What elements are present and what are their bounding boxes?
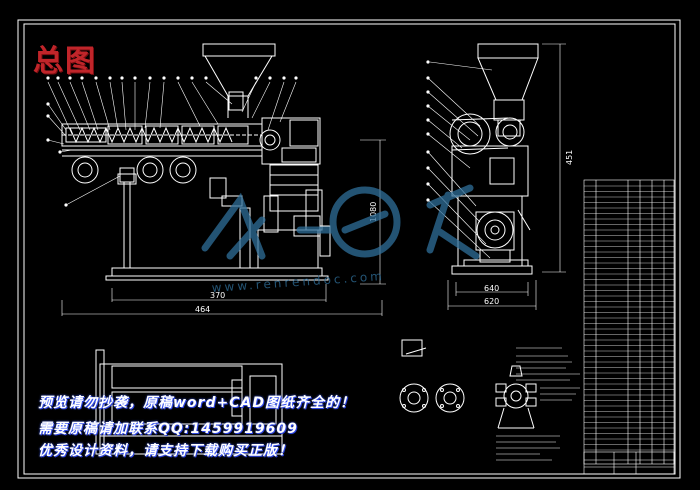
flange-detail-1 [399,339,429,413]
motor-front [269,164,323,231]
dimension-lines-side [447,43,566,310]
dim-464: 464 [195,305,210,314]
part-balloon [56,76,60,80]
gearbox-front [259,117,321,165]
flange-detail-2 [435,383,465,413]
outer-border [17,19,681,479]
leader-lines-left [47,103,121,206]
gearbox-side [449,113,529,197]
part-balloon [108,76,112,80]
part-balloon [133,76,137,80]
hopper-side [477,43,539,137]
part-balloon [254,76,258,80]
part-balloon [64,203,68,207]
part-balloon [426,104,430,108]
part-balloon [426,182,430,186]
part-balloon [162,76,166,80]
part-balloon [426,90,430,94]
spec-list [496,347,580,461]
part-balloon [426,150,430,154]
part-balloon [294,76,298,80]
part-balloon [46,102,50,106]
part-balloon [68,76,72,80]
plan-view [95,349,283,455]
part-balloon [268,76,272,80]
part-balloon [46,114,50,118]
promo-line-1: 预览请勿抄袭，原稿word+CAD图纸齐全的！ [38,395,355,411]
dim-1080: 1080 [369,202,378,222]
dim-370: 370 [210,291,225,300]
part-balloon [46,76,50,80]
barrel-front [61,123,263,147]
dimension-lines-front [61,139,386,316]
part-balloon [426,60,430,64]
part-balloon [148,76,152,80]
part-balloon [190,76,194,80]
promo-line-2: 需要原稿请加联系QQ:1459919609 [38,421,298,437]
title-stamp: 总图 [33,44,97,79]
watermark-logo: www.renrendoc.com [201,184,480,295]
title-block [583,451,675,475]
belt-drive-front [62,149,262,184]
promo-line-3: 优秀设计资料，请支持下载购买正版！ [38,443,293,459]
leader-lines-side [427,61,493,259]
leader-lines-top [47,81,297,135]
part-balloon [426,118,430,122]
part-balloon [426,76,430,80]
part-balloons [46,60,430,207]
inner-border [23,23,676,475]
part-balloon [94,76,98,80]
parts-table-rows [584,185,674,451]
dim-451: 451 [565,150,574,165]
part-balloon [176,76,180,80]
dim-620: 620 [484,297,499,306]
parts-table [583,179,675,465]
die-head-detail [495,365,537,429]
part-balloon [204,76,208,80]
part-balloon [282,76,286,80]
part-balloon [426,166,430,170]
part-balloon [426,132,430,136]
watermark-url: www.renrendoc.com [211,269,385,295]
hopper-front [202,43,276,118]
part-balloon [426,198,430,202]
motor-side [451,196,533,275]
part-balloon [58,150,62,154]
part-balloon [46,138,50,142]
part-balloon [120,76,124,80]
part-balloon [80,76,84,80]
dim-640: 640 [484,284,499,293]
